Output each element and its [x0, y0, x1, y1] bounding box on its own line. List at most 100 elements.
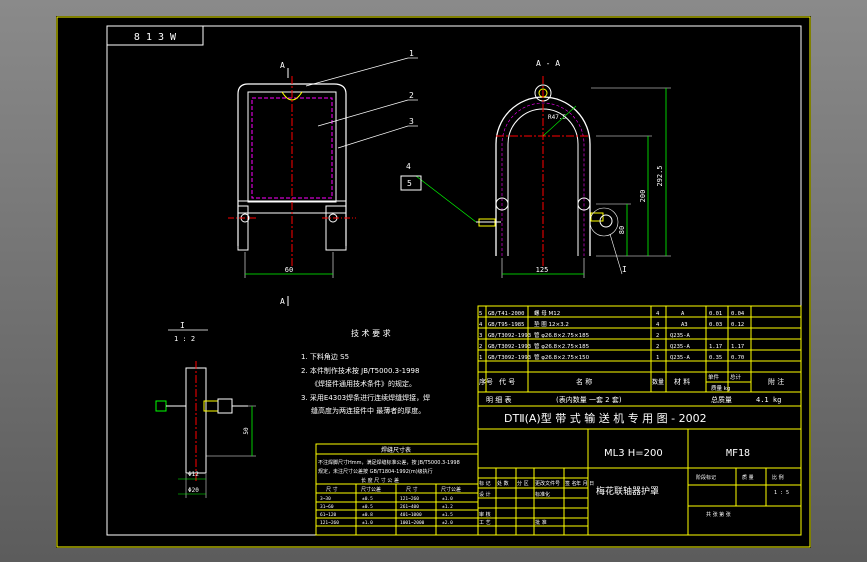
bom-head: 材 料	[674, 377, 690, 386]
weld-head-2: 尺寸公差	[361, 486, 381, 493]
dim-radius: R47.5	[548, 114, 566, 121]
weld-cell: ±0.5	[362, 504, 373, 510]
tb-label: 工 艺	[479, 520, 491, 526]
weld-cell: ±2.0	[442, 520, 453, 526]
tb-sheet: 共 张 第 张	[706, 511, 731, 518]
drawing-sheet[interactable]: 8 1 3 W 60 A A	[56, 16, 811, 548]
note-line-5: 缝高度为两连接件中 最薄者的厚度。	[311, 406, 425, 415]
tb-label: 年 月 日	[576, 480, 594, 487]
bom-head: 数量	[652, 378, 664, 386]
bom-cell: 管 φ26.8×2.75×185	[534, 331, 590, 339]
tb-label: 标准化	[535, 491, 550, 498]
weld-cell: 61~120	[320, 512, 337, 518]
bom-weight-label: 质量 kg	[711, 384, 730, 392]
tb-scale: 1 : 5	[774, 490, 789, 496]
bom-cell: 4	[656, 311, 660, 317]
bom-cell: 5	[479, 311, 482, 317]
leader-label-5: 5	[407, 179, 412, 188]
weld-head-3: 尺 寸	[406, 486, 418, 493]
title-block: DTⅡ(A)型 带 式 输 送 机 专 用 图 - 2002 ML3 H=200…	[477, 405, 802, 536]
bom-cell: 0.01	[709, 311, 722, 317]
weld-cell: 31~60	[320, 504, 334, 510]
mingxi-qty: (表内数量 一套 2 套)	[556, 395, 622, 404]
weld-cell: 121~260	[400, 496, 419, 502]
bom-head: 总计	[730, 373, 742, 381]
bom-cell: 1	[479, 355, 482, 361]
detail-marker: I	[622, 265, 627, 274]
drawing-number: MF18	[726, 448, 750, 459]
stamp-text: 8 1 3 W	[134, 32, 177, 43]
section-title: A - A	[536, 59, 560, 68]
bom-cell: GB/T3092-1993	[488, 355, 531, 361]
tb-weight: 质 量	[742, 474, 754, 481]
detail-dim-h: 50	[243, 427, 250, 435]
technical-notes: 技 术 要 求 1. 下料角边 S5 2. 本件制作技术按 JB/T5000.3…	[301, 328, 430, 415]
leader-label-4: 4	[406, 162, 411, 171]
bom-head: 单件	[708, 373, 720, 381]
bom-cell: 0.70	[731, 355, 744, 361]
bom-cell: 0.04	[731, 311, 745, 317]
notes-title: 技 术 要 求	[351, 328, 391, 338]
bom-head: 序号	[479, 377, 493, 386]
tb-label: 标 记	[479, 480, 491, 487]
outer-frame	[56, 16, 811, 548]
tb-label: 处 数	[497, 480, 509, 487]
bom-cell: 管 φ26.8×2.75×150	[534, 353, 590, 361]
weld-cell: 261~400	[400, 504, 419, 510]
detail-dim-d2: Φ20	[188, 487, 199, 494]
weld-cell: ±1.2	[442, 504, 453, 510]
leader-label-2: 2	[409, 91, 414, 100]
tb-label: 批 准	[535, 519, 547, 526]
bom-cell: 管 φ26.8×2.75×185	[534, 342, 590, 350]
part-name: 梅花联轴器护罩	[596, 485, 659, 497]
weld-cell: ±1.5	[442, 512, 453, 518]
bom-cell: Q235-A	[670, 355, 691, 361]
mingxi-title: 明 细 表	[486, 395, 511, 404]
weld-title: 焊缝尺寸表	[381, 446, 411, 454]
inner-frame	[106, 25, 802, 536]
weld-cell: 401~1000	[400, 512, 422, 518]
dim-height-total: 292.5	[656, 165, 664, 186]
bom-cell: 3	[479, 333, 482, 339]
bom-head: 名 称	[576, 377, 592, 386]
leader-lines-front: 1 2 3	[305, 49, 418, 149]
tb-stage: 阶段标记	[696, 474, 716, 481]
bom-cell: GB/T41-2000	[488, 311, 524, 317]
stamp-box: 8 1 3 W	[106, 25, 204, 46]
dim-height-mid: 200	[639, 190, 647, 203]
weld-table: 焊缝尺寸表 不注焊脚尺寸Hmm，满足焊缝标准公差，按 JB/T5000.3-19…	[315, 443, 479, 536]
bom-table: 5 GB/T41-2000 螺 母 M12 4 A 0.01 0.04 4 GB…	[477, 305, 802, 407]
weld-cell: ±1.0	[362, 520, 373, 526]
model-text: ML3 H=200	[604, 448, 663, 459]
bom-cell: 垫 圈 12×3.2	[534, 320, 569, 328]
weld-cell: ±0.5	[362, 496, 373, 502]
detail-view: I 1 : 2 50 Φ12 Φ20	[155, 321, 256, 498]
front-view: 60 A A	[228, 61, 356, 306]
bom-cell: GB/T3092-1993	[488, 333, 531, 339]
detail-title: I	[180, 321, 185, 330]
weld-cell: 3~30	[320, 496, 331, 502]
dim-height-bottom: 80	[618, 226, 626, 234]
detail-dim-d1: Φ12	[188, 471, 199, 478]
weld-cell: ±0.8	[362, 512, 373, 518]
note-line-4: 3. 采用E4303焊条进行连续焊缝焊接，焊	[301, 393, 430, 402]
dim-width-right: 125	[536, 266, 549, 274]
bom-cell: 2	[656, 344, 659, 350]
tb-label: 签 名	[565, 480, 577, 487]
weld-cell: 121~260	[320, 520, 339, 526]
bom-cell: 1	[656, 355, 659, 361]
tb-label: 更改文件号	[535, 480, 560, 487]
note-line-3: 《焊接件通用技术条件》的规定。	[311, 379, 416, 388]
leader-label-3: 3	[409, 117, 414, 126]
note-line-2: 2. 本件制作技术按 JB/T5000.3-1998	[301, 366, 419, 375]
bom-cell: 0.35	[709, 355, 722, 361]
weld-row-2: 规定，未注尺寸公差按 GB/T1804-1992(m)级执行	[318, 468, 433, 475]
bom-cell: 0.03	[709, 322, 722, 328]
dim-width-left: 60	[285, 266, 293, 274]
bom-cell: 2	[656, 333, 659, 339]
section-mark-bottom: A	[280, 297, 285, 306]
weld-head-4: 尺寸公差	[441, 486, 461, 493]
bom-head: 代 号	[499, 377, 515, 386]
tb-label: 审 核	[479, 511, 491, 518]
